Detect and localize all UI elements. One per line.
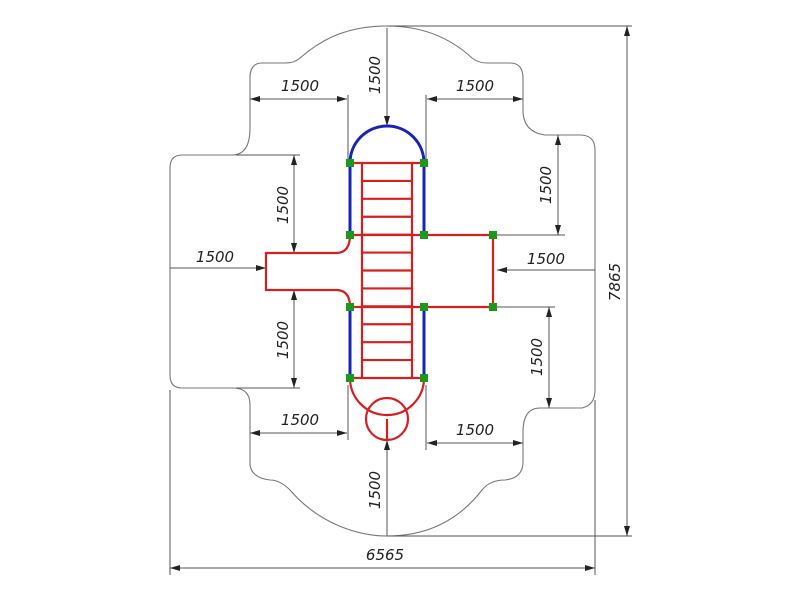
joint-marker (346, 374, 354, 382)
dimension-right-side: 1500 (497, 250, 595, 273)
dimension-label: 1500 (456, 421, 494, 439)
dimension-label: 1500 (196, 248, 234, 266)
dimension-right-lower: 1500 (496, 306, 555, 408)
dimension-label: 1500 (537, 166, 555, 204)
dimension-label: 1500 (281, 77, 319, 95)
joint-marker (489, 231, 497, 239)
dimension-top-vertical: 1500 (366, 28, 390, 126)
dimension-label: 1500 (274, 321, 292, 359)
dimension-top-right: 1500 (425, 77, 523, 160)
joint-marker (420, 231, 428, 239)
dimension-right-upper: 1500 (496, 135, 565, 236)
dimension-left-side: 1500 (170, 248, 266, 271)
dimension-label: 1500 (527, 250, 565, 268)
joint-markers (346, 159, 497, 382)
safety-zone-outline (169, 25, 596, 537)
dimension-label: 1500 (281, 411, 319, 429)
joint-marker (346, 231, 354, 239)
joint-marker (420, 374, 428, 382)
dimension-label: 1500 (274, 186, 292, 224)
dimension-bottom-right: 1500 (425, 385, 523, 450)
overall-height-label: 7865 (606, 263, 624, 301)
dimension-bottom-left: 1500 (250, 385, 349, 440)
joint-marker (346, 303, 354, 311)
dimension-label: 1500 (366, 56, 384, 94)
red-frame (264, 161, 495, 442)
dimension-label: 1500 (528, 338, 546, 376)
joint-marker (420, 159, 428, 167)
overall-width-dimension: 6565 (169, 390, 596, 575)
joint-marker (346, 159, 354, 167)
dimension-label: 1500 (366, 471, 384, 509)
overall-width-label: 6565 (366, 546, 404, 564)
dimension-top-left: 1500 (250, 77, 349, 160)
dimension-label: 1500 (456, 77, 494, 95)
joint-marker (489, 303, 497, 311)
blue-handrails (348, 124, 426, 378)
overall-height-dimension: 7865 (387, 25, 632, 537)
dimension-left-upper: 1500 (236, 154, 300, 253)
joint-marker (420, 303, 428, 311)
dimension-bottom-vertical: 1500 (366, 440, 390, 536)
dimension-left-lower: 1500 (236, 290, 300, 389)
